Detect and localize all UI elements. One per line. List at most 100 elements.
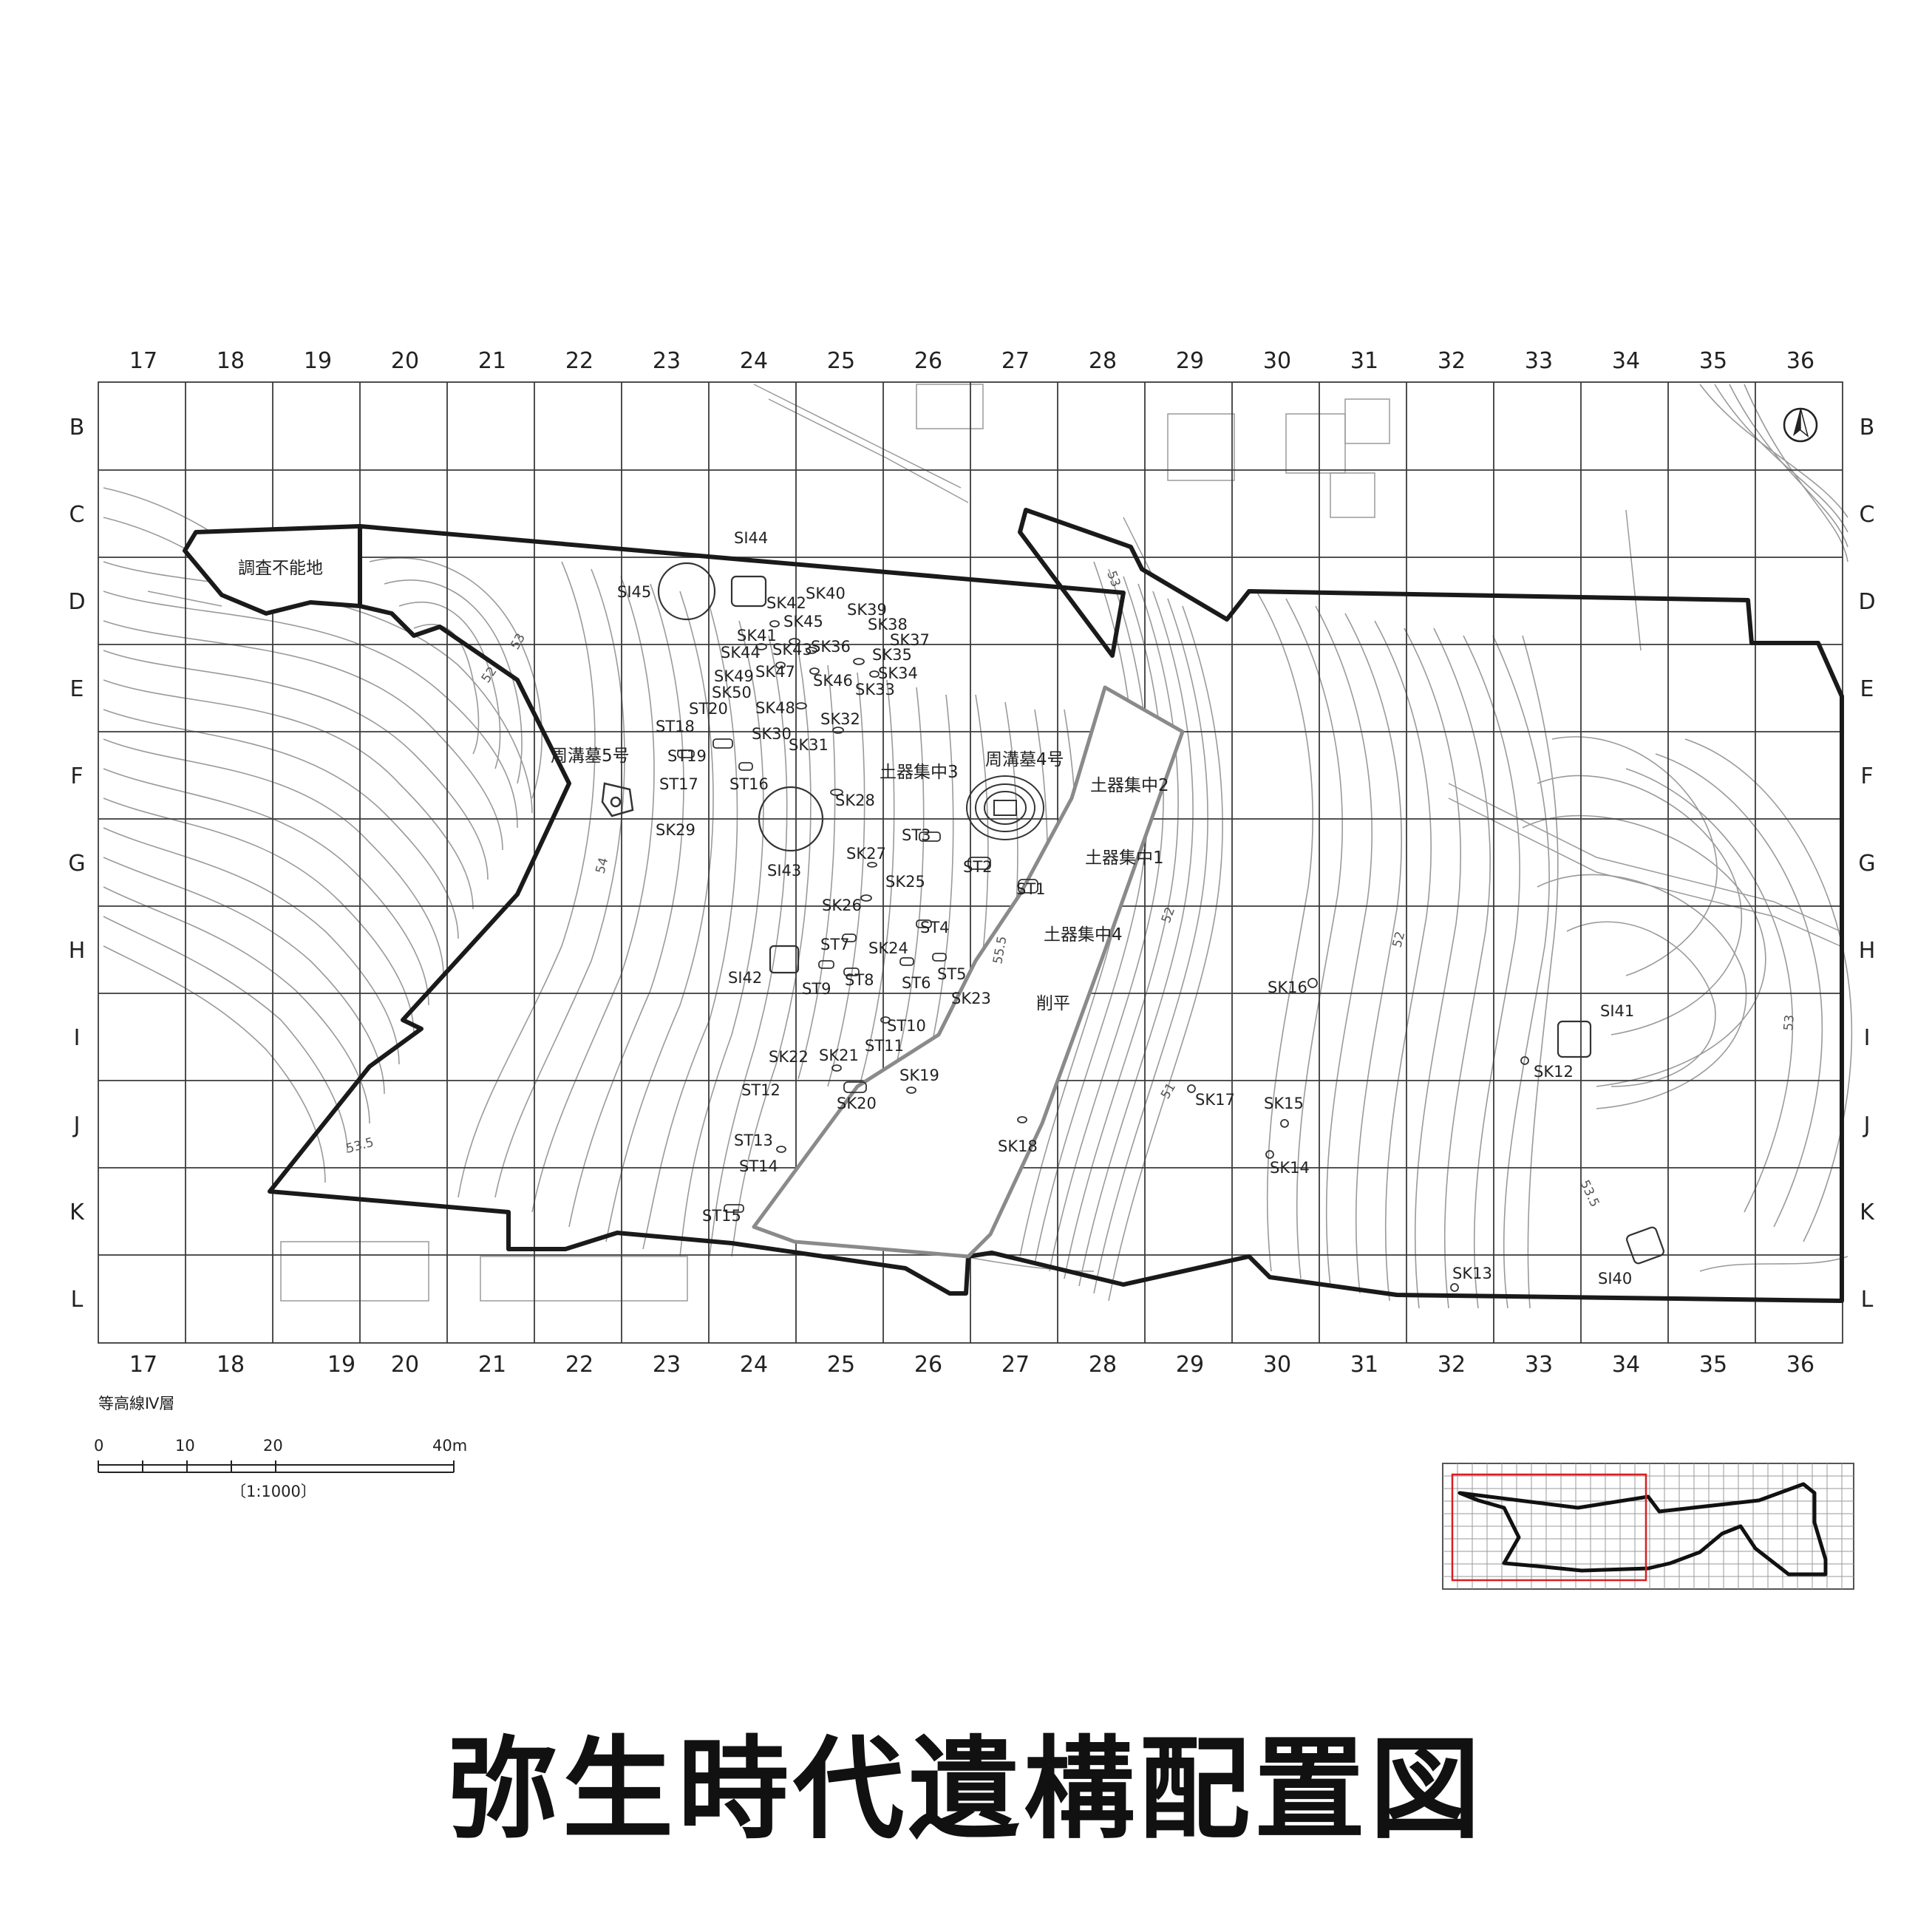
col-label: 29 bbox=[1176, 1352, 1204, 1378]
row-label: C bbox=[69, 502, 85, 528]
row-label: F bbox=[1860, 763, 1873, 789]
row-label: G bbox=[1858, 851, 1875, 877]
feature-label: 土器集中3 bbox=[880, 763, 959, 782]
feature-label: ST9 bbox=[802, 980, 831, 998]
feature-label: ST8 bbox=[845, 971, 874, 989]
row-label: J bbox=[72, 1112, 81, 1138]
base-map-lines bbox=[147, 384, 1841, 1302]
feature-label: ST5 bbox=[937, 965, 967, 983]
feature-label: ST1 bbox=[1016, 880, 1046, 898]
feature-label: SK17 bbox=[1195, 1091, 1235, 1109]
col-label: 29 bbox=[1176, 348, 1204, 374]
unsurveyed-label: 調査不能地 bbox=[238, 559, 323, 578]
feature-label: SK26 bbox=[822, 897, 862, 914]
row-label: E bbox=[70, 676, 84, 702]
contour-layer-label: 等高線Ⅳ層 bbox=[98, 1395, 174, 1412]
col-label: 24 bbox=[740, 1352, 768, 1378]
row-label: D bbox=[68, 589, 85, 615]
feature-labels: SI44 SI45 SK40 SK42 SK39 SK45 SK38 SK41 … bbox=[551, 529, 1634, 1288]
feature-label: ST10 bbox=[887, 1017, 926, 1035]
feature-label: SK44 bbox=[721, 644, 761, 661]
feature-label: SK25 bbox=[885, 873, 925, 891]
feature-label: SK36 bbox=[811, 638, 851, 656]
feature-label: ST20 bbox=[689, 700, 728, 718]
col-label: 17 bbox=[129, 348, 157, 374]
col-label: 33 bbox=[1525, 348, 1553, 374]
col-label: 18 bbox=[217, 348, 245, 374]
feature-label: ST18 bbox=[656, 718, 695, 735]
feature-label: ST11 bbox=[865, 1037, 904, 1055]
row-label: B bbox=[69, 415, 85, 441]
row-label: K bbox=[69, 1200, 85, 1225]
unsurveyed-area bbox=[183, 524, 362, 616]
scale-bar bbox=[98, 1460, 455, 1473]
feature-label: SK33 bbox=[855, 681, 895, 698]
feature-label: SI43 bbox=[767, 862, 801, 880]
contour-number: 53 bbox=[1103, 569, 1123, 589]
col-label: 20 bbox=[391, 1352, 419, 1378]
site-boundary bbox=[268, 508, 1844, 1303]
scale-tick: 10 bbox=[175, 1437, 195, 1455]
column-labels-bottom: 17 18 19 20 21 22 23 24 25 26 27 28 29 3… bbox=[129, 1352, 1814, 1378]
feature-label: SK41 bbox=[737, 627, 777, 644]
col-label: 19 bbox=[304, 348, 332, 374]
feature-label: SK21 bbox=[819, 1047, 859, 1064]
feature-label: SK14 bbox=[1270, 1159, 1310, 1177]
row-label: F bbox=[70, 763, 83, 789]
feature-label: ST3 bbox=[902, 826, 931, 844]
pit-dwellings bbox=[657, 562, 1664, 1265]
feature-label: SK49 bbox=[714, 667, 754, 685]
feature-label: 土器集中2 bbox=[1090, 776, 1169, 795]
feature-label: ST15 bbox=[702, 1207, 741, 1225]
contour-number: 53 bbox=[1781, 1014, 1797, 1031]
row-label: C bbox=[1860, 502, 1875, 528]
feature-label: ST19 bbox=[667, 747, 707, 765]
scale-ratio: 〔1:1000〕 bbox=[231, 1483, 316, 1500]
row-label: K bbox=[1860, 1200, 1875, 1225]
col-label: 28 bbox=[1089, 1352, 1117, 1378]
row-label: J bbox=[1863, 1112, 1871, 1138]
col-label: 17 bbox=[129, 1352, 157, 1378]
feature-label: SK40 bbox=[806, 585, 846, 602]
row-label: I bbox=[74, 1025, 81, 1051]
feature-label: 周溝墓5号 bbox=[551, 746, 630, 766]
col-label: 27 bbox=[1001, 1352, 1030, 1378]
col-label: 18 bbox=[217, 1352, 245, 1378]
col-label: 30 bbox=[1263, 1352, 1291, 1378]
col-label: 23 bbox=[653, 348, 681, 374]
row-label: D bbox=[1858, 589, 1875, 615]
feature-label: SK28 bbox=[835, 792, 875, 809]
feature-label: SI41 bbox=[1600, 1002, 1634, 1020]
col-label: 22 bbox=[565, 1352, 593, 1378]
feature-label: SK46 bbox=[813, 672, 853, 690]
col-label: 31 bbox=[1350, 348, 1378, 374]
ditched-grave-4 bbox=[966, 775, 1044, 840]
col-label: 26 bbox=[914, 1352, 942, 1378]
col-label: 24 bbox=[740, 348, 768, 374]
pit-marks bbox=[677, 620, 1529, 1292]
col-label: 32 bbox=[1438, 348, 1466, 374]
north-arrow-icon bbox=[1783, 407, 1818, 443]
feature-label: SK20 bbox=[837, 1095, 877, 1112]
feature-label: 土器集中4 bbox=[1044, 925, 1123, 945]
feature-label: ST14 bbox=[739, 1157, 778, 1175]
contour-number: 54 bbox=[593, 856, 612, 875]
contour-number: 53.5 bbox=[344, 1135, 375, 1157]
leveled-area-boundary bbox=[752, 685, 1185, 1259]
feature-label: SK47 bbox=[755, 663, 795, 681]
col-label: 30 bbox=[1263, 348, 1291, 374]
column-labels-top: 17 18 19 20 21 22 23 24 25 26 27 28 29 3… bbox=[129, 348, 1814, 374]
scale-tick: 20 bbox=[263, 1437, 283, 1455]
feature-label: ST12 bbox=[741, 1081, 780, 1099]
col-label: 19 bbox=[327, 1352, 356, 1378]
row-label: L bbox=[1861, 1287, 1874, 1313]
feature-label: SI42 bbox=[728, 969, 762, 987]
leveled-label: 削平 bbox=[1036, 994, 1070, 1013]
feature-label: ST2 bbox=[963, 858, 993, 876]
feature-label: ST13 bbox=[734, 1132, 773, 1149]
feature-label: ST16 bbox=[729, 775, 769, 793]
col-label: 21 bbox=[478, 1352, 506, 1378]
feature-label: SK13 bbox=[1452, 1265, 1492, 1282]
feature-label: SK43 bbox=[772, 641, 812, 659]
